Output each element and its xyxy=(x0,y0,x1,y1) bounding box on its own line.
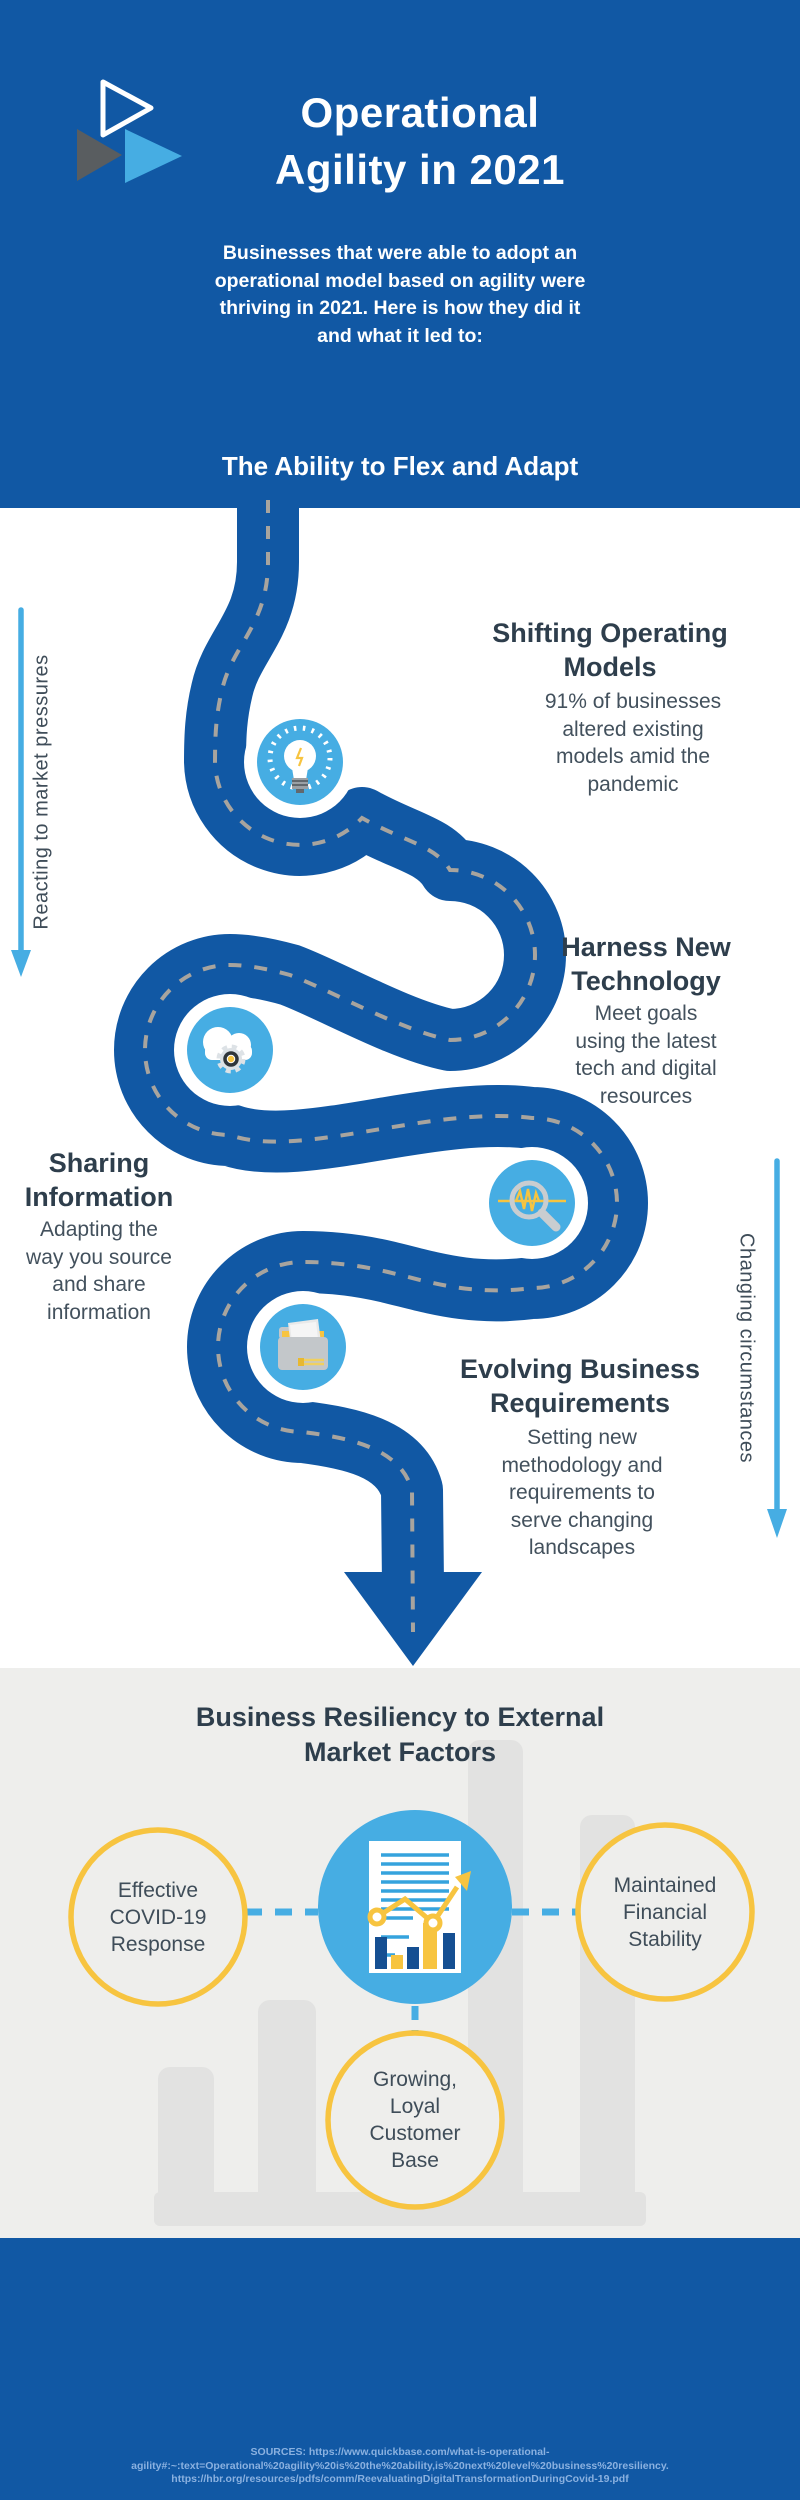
bubble-effective-covid xyxy=(68,1827,248,2007)
milestone-magnifier xyxy=(476,1147,588,1259)
right-down-arrow-icon xyxy=(767,1158,787,1538)
bubble-label-customer-base: Growing, Loyal Customer Base xyxy=(369,2068,461,2172)
sources-text: SOURCES: https://www.quickbase.com/what-… xyxy=(131,2446,669,2485)
page-title: Operational Agility in 2021 xyxy=(275,89,565,193)
decor-bar xyxy=(258,2000,316,2217)
bubble-customer-base xyxy=(325,2030,505,2210)
road-dash-line xyxy=(143,500,619,1633)
intro-text: Businesses that were able to adopt an op… xyxy=(214,242,586,347)
left-down-arrow-icon xyxy=(11,607,31,977)
milestone-title-shifting: Shifting Operating Models xyxy=(492,618,728,682)
lightbulb-icon xyxy=(267,725,333,793)
milestone-circle xyxy=(489,1160,575,1246)
milestone-folder xyxy=(247,1291,359,1403)
play-triangle-blue-icon xyxy=(125,129,182,183)
report-chart-icon xyxy=(367,1841,471,1973)
play-triangle-outline-icon xyxy=(100,79,154,138)
milestone-body-evolving: Setting new methodology and requirements… xyxy=(501,1426,663,1559)
magnifier-analytics-icon xyxy=(498,1180,566,1232)
flex-adapt-heading: The Ability to Flex and Adapt xyxy=(221,451,579,481)
milestone-cloud-gear xyxy=(174,994,286,1106)
resiliency-diagram xyxy=(68,1810,755,2210)
resiliency-heading: Business Resiliency to External Market F… xyxy=(195,1702,605,1767)
bubble-label-effective-covid: Effective COVID-19 Response xyxy=(109,1879,207,1956)
footer-band xyxy=(0,2238,800,2500)
milestone-lightbulb xyxy=(244,706,356,818)
folder-documents-icon xyxy=(278,1319,328,1370)
play-triangle-gray-icon xyxy=(77,129,122,181)
milestone-body-sharing: Adapting the way you source and share in… xyxy=(26,1218,172,1324)
milestone-title-sharing: Sharing Information xyxy=(24,1148,174,1212)
milestone-body-harness: Meet goals using the latest tech and dig… xyxy=(575,1002,717,1108)
milestone-title-harness: Harness New Technology xyxy=(561,932,731,996)
header-band xyxy=(0,0,800,508)
bubble-label-financial-stability: Maintained Financial Stability xyxy=(613,1874,717,1951)
milestone-title-evolving: Evolving Business Requirements xyxy=(459,1354,701,1418)
play-triangles-logo xyxy=(77,79,182,183)
milestone-body-shifting: 91% of businesses altered existing model… xyxy=(544,690,722,796)
road-arrowhead-icon xyxy=(344,1572,482,1666)
bubble-financial-stability xyxy=(575,1822,755,2002)
cloud-gear-icon xyxy=(203,1027,252,1074)
journey-road xyxy=(114,500,648,1666)
right-axis-label: Changing circumstances xyxy=(735,1233,758,1463)
